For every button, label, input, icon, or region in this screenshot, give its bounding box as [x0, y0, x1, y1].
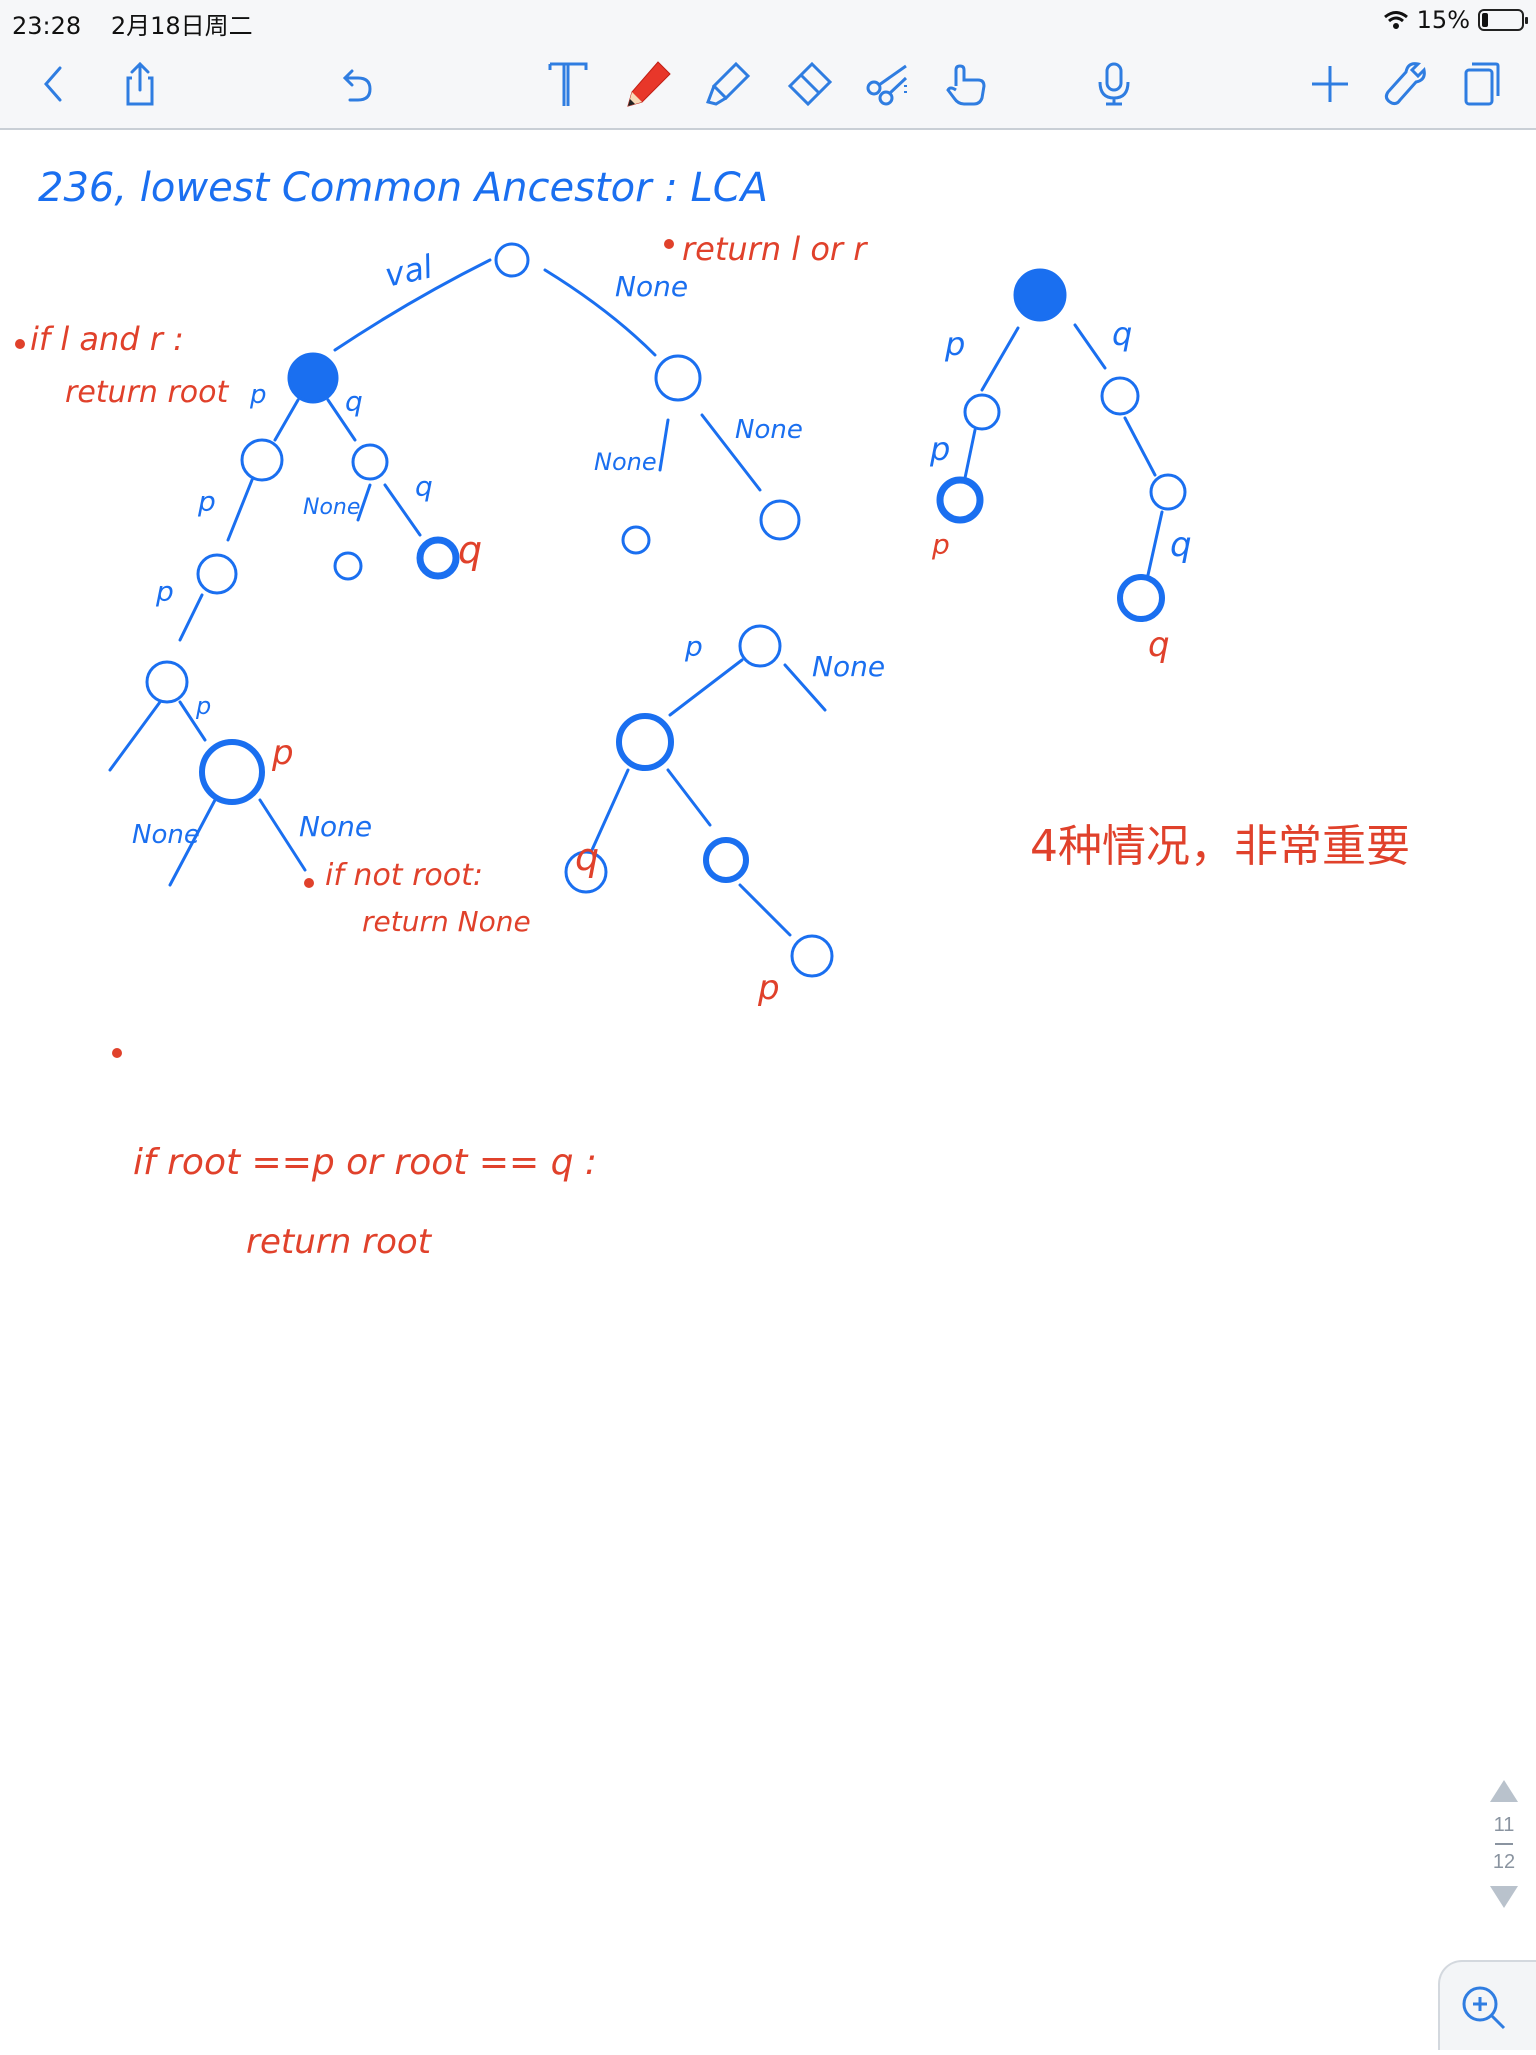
- label-q-3: q: [1112, 315, 1133, 353]
- label-none-1: None: [615, 270, 689, 303]
- label-p-red-3: p: [932, 528, 950, 561]
- lasso-tool-button[interactable]: [856, 52, 920, 116]
- label-q-4: q: [1170, 525, 1192, 565]
- note-if-not-root: if not root:: [325, 858, 484, 893]
- note-title: 236, lowest Common Ancestor : LCA: [38, 165, 769, 211]
- back-button[interactable]: [22, 52, 86, 116]
- pages-button[interactable]: [1448, 52, 1512, 116]
- text-tool-button[interactable]: [536, 52, 600, 116]
- label-p-4: p: [196, 692, 212, 720]
- undo-icon: [342, 69, 372, 102]
- highlighter-icon: [706, 61, 751, 106]
- settings-button[interactable]: [1372, 52, 1436, 116]
- toolbar: [0, 40, 1536, 130]
- status-bar: 23:28 2月18日周二 15%: [0, 0, 1536, 40]
- wrench-icon: [1384, 62, 1426, 106]
- label-q-red-1: q: [458, 528, 483, 572]
- note-canvas[interactable]: 236, lowest Common Ancestor : LCA val No…: [0, 130, 1536, 2048]
- label-p-3: p: [156, 575, 174, 608]
- label-p-6: p: [945, 325, 966, 363]
- label-p-7: p: [930, 430, 951, 468]
- text-tool-icon: [548, 62, 588, 106]
- add-icon: [1312, 66, 1348, 102]
- battery-icon: [1478, 9, 1528, 31]
- note-four-cases: 4种情况，非常重要: [1030, 821, 1410, 872]
- eraser-icon: [787, 61, 833, 107]
- hand-icon: [946, 64, 986, 106]
- note-if-l-and-r: if l and r :: [30, 320, 184, 358]
- share-icon: [126, 61, 154, 106]
- microphone-icon: [1098, 62, 1130, 106]
- label-none-6: None: [735, 415, 803, 445]
- note-return-root: return root: [65, 375, 229, 410]
- microphone-button[interactable]: [1082, 52, 1146, 116]
- label-none-2: None: [303, 495, 361, 520]
- zoom-button[interactable]: [1438, 1960, 1536, 2050]
- label-q-red-2: q: [575, 835, 600, 879]
- highlighter-tool-button[interactable]: [696, 52, 760, 116]
- wifi-icon: [1383, 11, 1408, 29]
- label-p-5: p: [685, 630, 703, 663]
- note-return-root-2: return root: [246, 1222, 432, 1262]
- lasso-scissors-icon: [866, 64, 910, 106]
- label-none-7: None: [812, 650, 886, 683]
- page-separator: [1495, 1843, 1513, 1845]
- label-p-red-2: p: [758, 968, 780, 1008]
- label-q-1: q: [345, 385, 363, 418]
- page-up-icon[interactable]: [1490, 1780, 1518, 1802]
- undo-button[interactable]: [322, 52, 386, 116]
- label-p-red-1: p: [272, 733, 294, 773]
- label-none-3: None: [132, 820, 200, 850]
- note-return-l-or-r: return l or r: [682, 230, 867, 268]
- add-button[interactable]: [1298, 52, 1362, 116]
- label-q-2: q: [415, 470, 433, 503]
- status-date: 2月18日周二: [110, 12, 253, 40]
- back-icon: [44, 66, 62, 102]
- pages-icon: [1464, 62, 1500, 106]
- note-return-none: return None: [362, 905, 531, 938]
- current-page: 11: [1493, 1814, 1515, 1836]
- page-navigator: 11 12: [1484, 1780, 1524, 1908]
- label-q-red-3: q: [1148, 625, 1170, 665]
- share-button[interactable]: [108, 52, 172, 116]
- label-none-4: None: [299, 810, 373, 843]
- status-time: 23:28: [12, 12, 82, 40]
- total-pages: 12: [1492, 1851, 1516, 1873]
- battery-percent: 15%: [1416, 6, 1470, 34]
- pen-icon: [627, 61, 671, 107]
- label-none-5: None: [594, 448, 657, 476]
- zoom-in-icon: [1462, 1986, 1506, 2030]
- page-down-icon[interactable]: [1490, 1886, 1518, 1908]
- tree-drawings: [15, 239, 1187, 1058]
- pen-tool-button[interactable]: [616, 52, 680, 116]
- note-if-root-eq: if root ==p or root == q :: [133, 1142, 598, 1183]
- label-p-2: p: [198, 485, 216, 518]
- label-p-1: p: [250, 380, 267, 410]
- hand-tool-button[interactable]: [934, 52, 998, 116]
- eraser-tool-button[interactable]: [776, 52, 840, 116]
